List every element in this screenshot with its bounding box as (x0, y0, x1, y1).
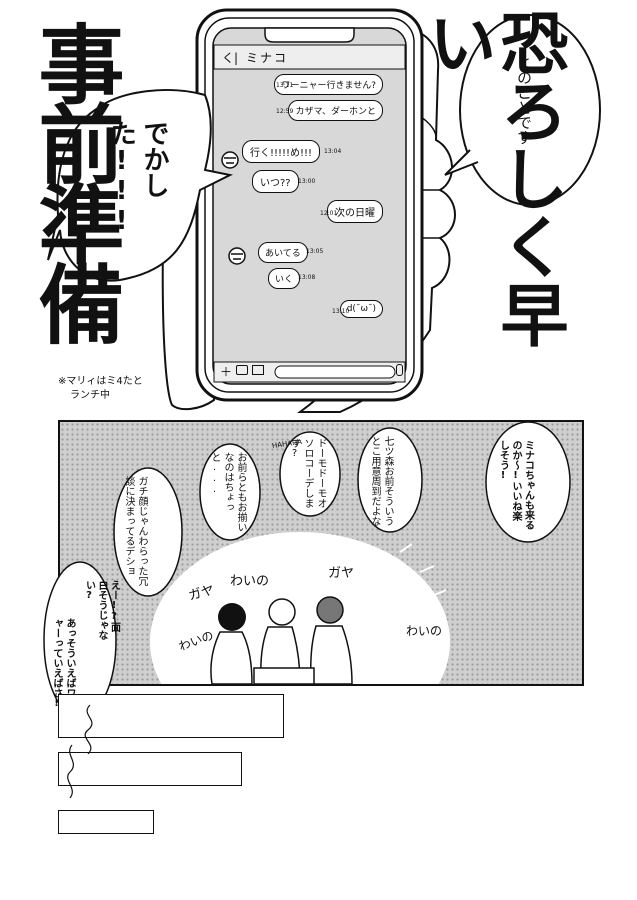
blank-caption-box-1 (58, 694, 284, 738)
bubble-gachi-shape (113, 467, 183, 597)
bubble-top-right-text: とのことです (515, 55, 533, 145)
right-title: 恐ろしく早い (416, 8, 568, 348)
bubble-gachi-text: ガチ顔じゃんわらった冗談に決まってるデショ (123, 476, 147, 586)
message-bubble: 行く!!!!!め!!! (242, 140, 321, 163)
message-time: 13:10 (332, 308, 350, 315)
footnote-line-2: ランチ中 (70, 390, 110, 401)
message-time: 13:04 (324, 148, 342, 155)
bubble-nanatsumori-text: 七ツ森お前そういうとこ用意周到だよな (369, 436, 393, 526)
camera-icon[interactable] (236, 365, 248, 375)
bubble-nanatsumori-shape (357, 427, 423, 533)
bubble-omaera-shape (199, 443, 261, 541)
bubble-left-shape (47, 89, 234, 282)
message-bubble: いく (268, 268, 301, 289)
bubble-ano-text: あっそういえばワーニャーっていえばさ! (51, 618, 75, 718)
left-title: 事前準備 (23, 20, 124, 340)
blank-caption-box-2 (58, 752, 242, 786)
message-time: 13:08 (298, 274, 316, 281)
message-bubble: ワーニャー行きません? (274, 74, 383, 95)
phone-header: く| ミナコ (218, 48, 403, 68)
back-button[interactable]: く| (222, 51, 239, 65)
bubble-left-text: でかした!!! (106, 120, 170, 236)
message-time: 13:00 (298, 178, 316, 185)
message-time: 13:11 (276, 82, 294, 89)
character-dark-hair (218, 603, 246, 631)
plus-icon[interactable]: ＋ (220, 365, 233, 379)
sfx-waino-3: わいの (406, 624, 443, 638)
image-icon[interactable] (252, 365, 264, 375)
panel-2-art (113, 422, 571, 684)
bubble-top-right-shape (459, 14, 601, 206)
bubble-minako-text: ミナコちゃんも来るのか〜!いいね楽しそう! (497, 440, 534, 530)
message-time: 12:01 (320, 210, 338, 217)
character-medium-hair (316, 596, 344, 624)
message-bubble: あいてる (258, 242, 308, 263)
squiggle-lines (67, 704, 93, 799)
message-time: 12:59 (276, 108, 294, 115)
panel-2: ミナコちゃんも来るのか〜!いいね楽しそう! 七ツ森お前そういうとこ用意周到だよな… (58, 420, 584, 686)
footnote-line-1: ※マリィはミ4たと (58, 376, 143, 387)
mic-icon[interactable] (396, 364, 403, 376)
bubble-domo-text: ドーモドーモオソロコーデします? (289, 438, 326, 508)
message-list: ワーニャー行きません? 13:11 カザマ、ダーホンと 12:59 行く!!!!… (214, 72, 405, 360)
bubble-ee-text: えー!?面白そうじゃない? (83, 580, 120, 640)
message-bubble: カザマ、ダーホンと (288, 100, 383, 121)
bubble-omaera-text: お前らともお揃いなのはちょっと... (209, 452, 246, 532)
contact-avatar-2 (228, 247, 246, 265)
contact-name: ミナコ (246, 51, 289, 65)
message-time: 13:05 (306, 248, 324, 255)
panel-1: 恐ろしく早い 事前準備 ※マリィはミ4たと ランチ中 でかした!!! とのことで… (0, 0, 637, 415)
character-light-hair (268, 598, 296, 626)
message-bubble: いつ?? (252, 170, 299, 193)
sfx-gaya-2: ガヤ (328, 566, 355, 581)
blank-caption-box-3 (58, 810, 154, 834)
contact-avatar-1 (221, 151, 239, 169)
message-bubble: d(˘ω˘) (339, 300, 383, 318)
bubble-minako-shape (485, 422, 571, 543)
footnote: ※マリィはミ4たと ランチ中 (58, 375, 143, 403)
sfx-waino-1: わいの (230, 574, 270, 589)
message-bubble: 次の日曜 (327, 200, 383, 223)
bubble-domo-shape (279, 431, 341, 517)
